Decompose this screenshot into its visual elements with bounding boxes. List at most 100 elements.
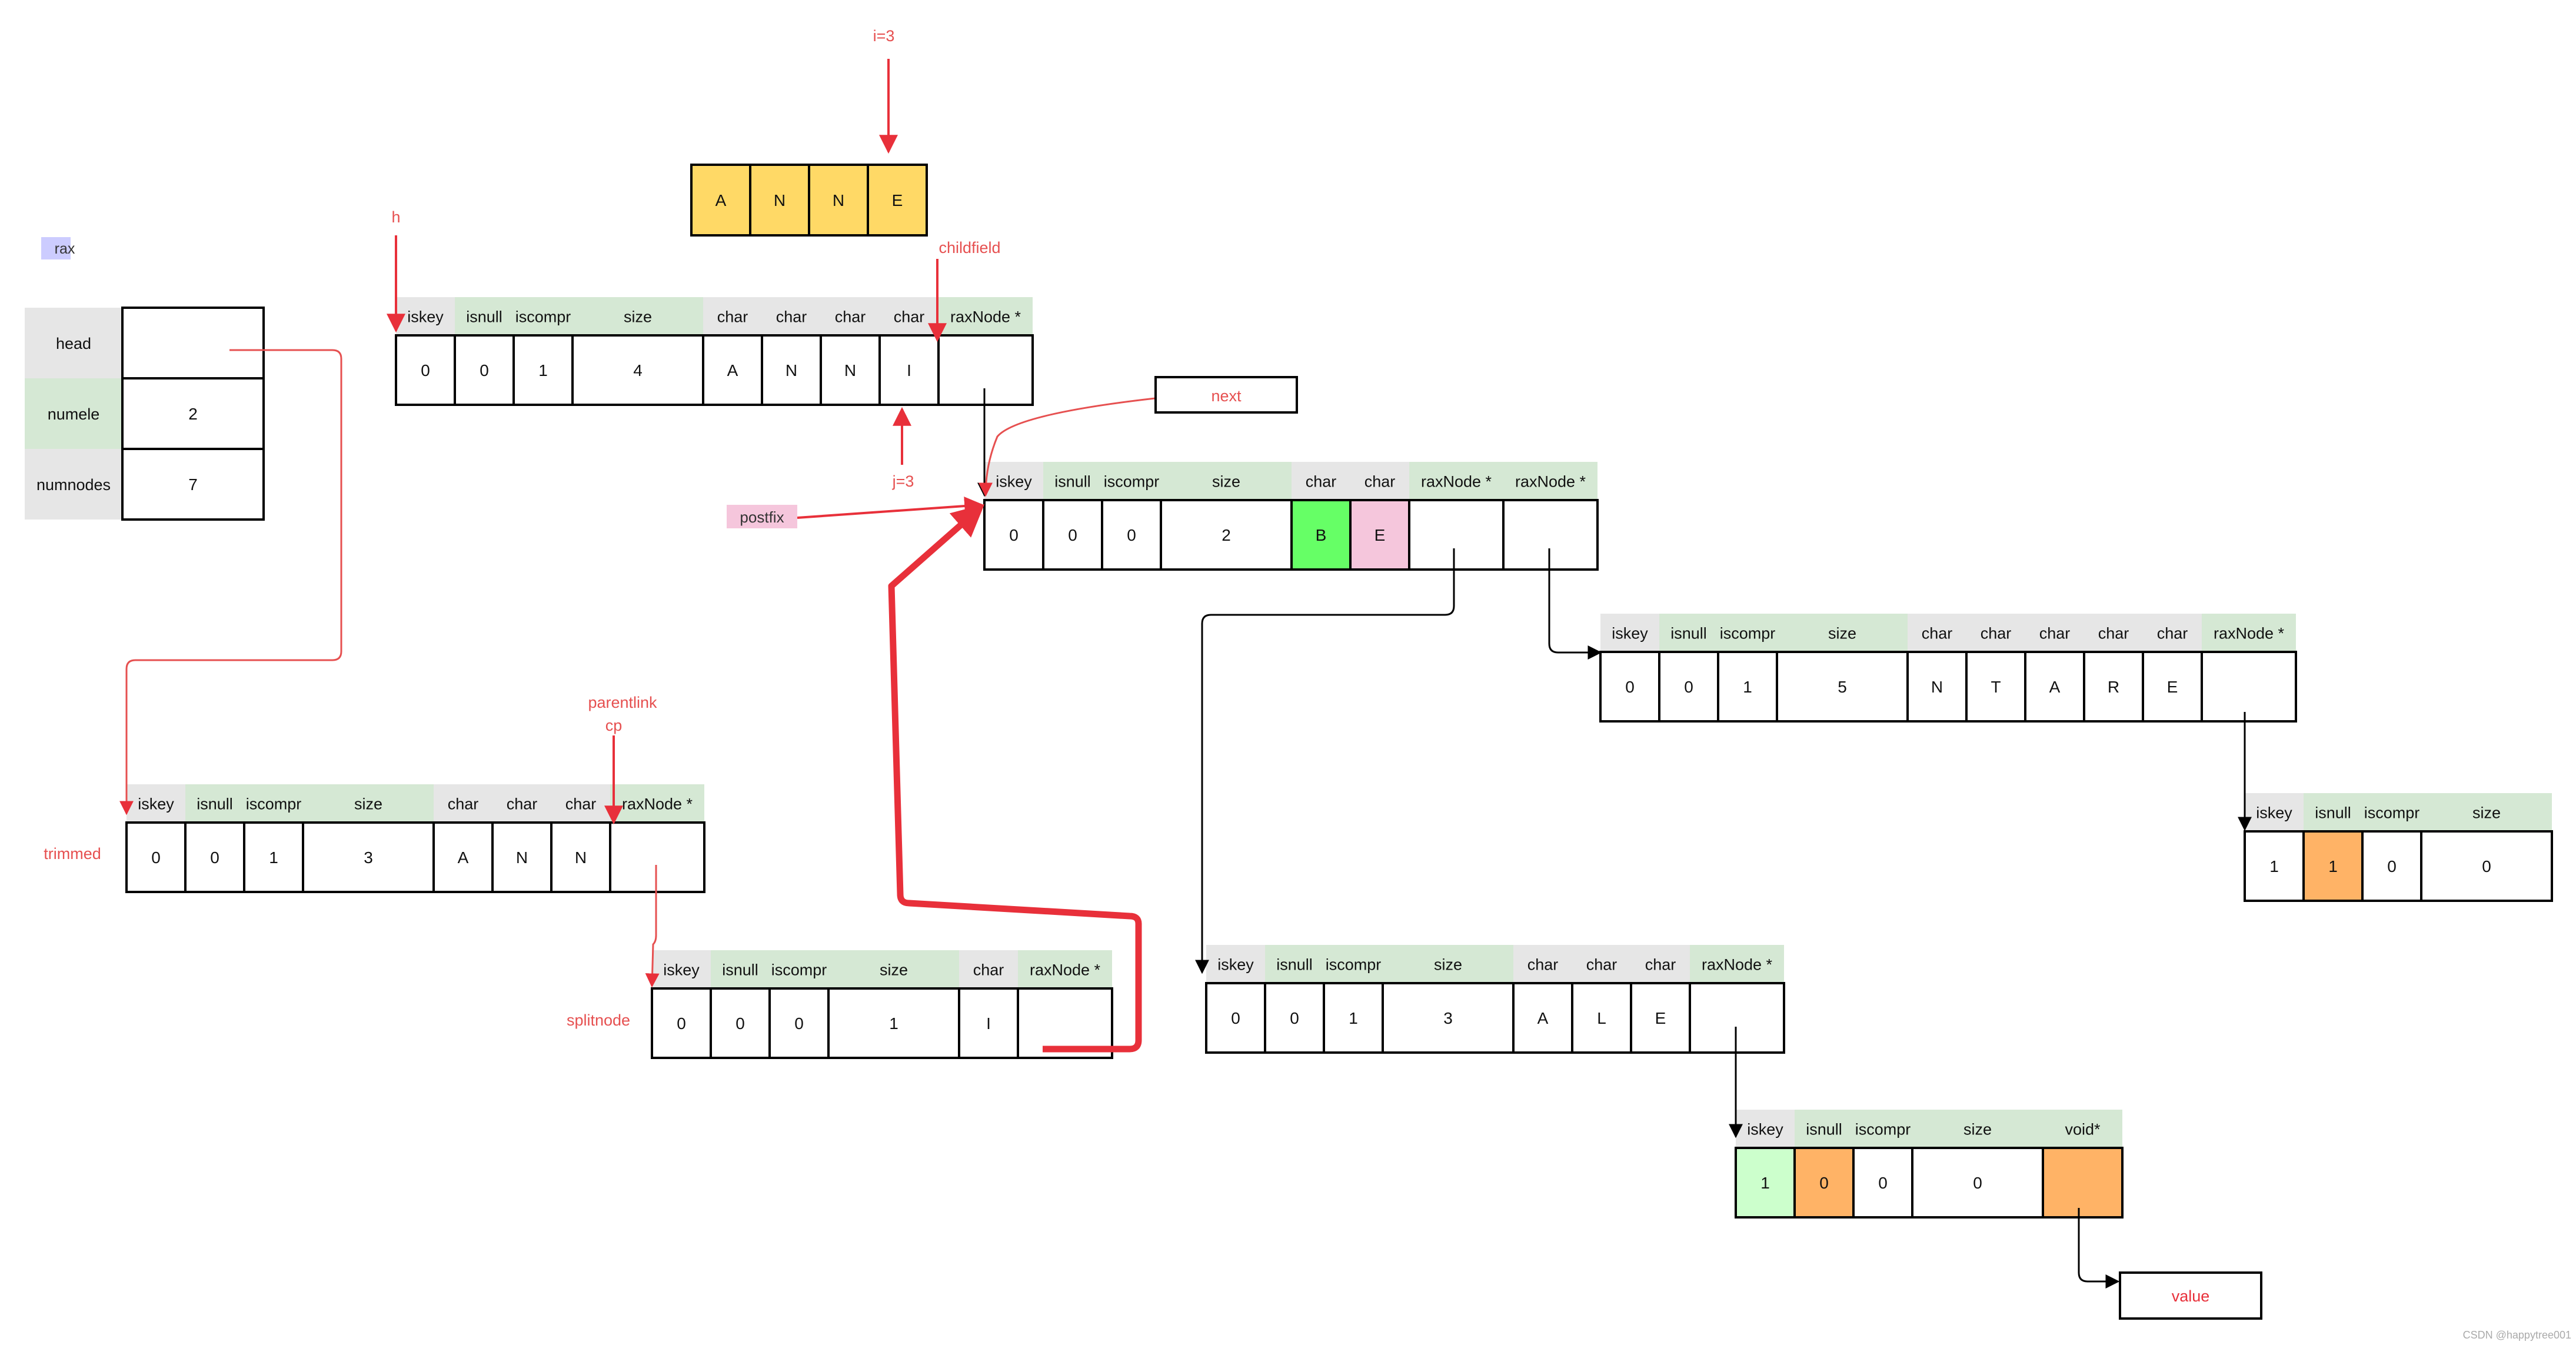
field-value-cell — [1793, 1147, 1855, 1219]
field-value-cell — [1911, 1147, 2044, 1219]
split-e-link — [1548, 548, 1602, 660]
field-header — [2304, 793, 2362, 831]
field-header — [1206, 945, 1265, 983]
field-header — [2362, 793, 2421, 831]
field-value-cell — [1735, 1147, 1796, 1219]
rax-field-name: numele — [48, 405, 100, 423]
field-header — [652, 950, 711, 988]
field-value: 0 — [210, 848, 219, 867]
field-header — [770, 950, 828, 988]
field-header — [938, 297, 1033, 335]
field-header — [2421, 793, 2552, 831]
field-header — [762, 297, 821, 335]
rax-field-value-cell — [121, 448, 265, 521]
field-value: 0 — [151, 848, 161, 867]
field-header-text: raxNode * — [1702, 956, 1773, 974]
field-header-text: char — [1922, 625, 1953, 642]
field-header-text: iskey — [2256, 804, 2292, 822]
field-header-text: iskey — [996, 473, 1032, 491]
field-header — [821, 297, 880, 335]
field-header-text: char — [1306, 473, 1337, 491]
field-value: 1 — [1743, 678, 1752, 696]
field-value: N — [1931, 678, 1943, 696]
field-value-cell — [2201, 651, 2297, 723]
next-label: next — [1211, 387, 1242, 405]
field-header — [455, 297, 514, 335]
field-header-text: raxNode * — [2214, 625, 2285, 642]
field-header — [1718, 614, 1777, 652]
node-ale: iskey0isnull0iscompr1size3charAcharLchar… — [1205, 945, 1785, 1054]
field-value-cell — [827, 987, 960, 1059]
field-header-text: isnull — [1054, 473, 1091, 491]
field-value: A — [458, 848, 469, 867]
field-header-text: isnull — [197, 795, 233, 813]
field-header-text: size — [1963, 1121, 1992, 1138]
field-value-cell — [983, 499, 1044, 571]
field-header — [703, 297, 762, 335]
field-value: 0 — [735, 1014, 745, 1033]
j-label: j=3 — [892, 472, 914, 490]
postfix-box — [727, 505, 797, 528]
field-header-text: char — [835, 308, 866, 326]
field-header — [610, 784, 704, 823]
field-header-text: size — [354, 795, 382, 813]
rax-field-value: 7 — [188, 475, 198, 494]
field-value-cell — [243, 821, 304, 893]
field-value: R — [2108, 678, 2119, 696]
head-link — [119, 349, 342, 815]
field-header — [1631, 945, 1690, 983]
field-header — [1690, 945, 1784, 983]
field-header-text: iskey — [407, 308, 444, 326]
field-header-text: isnull — [466, 308, 502, 326]
field-header — [1659, 614, 1718, 652]
field-value: N — [786, 361, 797, 379]
field-header — [492, 784, 551, 823]
field-header-text: iscompr — [1720, 625, 1776, 642]
key-char-cell — [749, 164, 810, 237]
field-value: 0 — [480, 361, 489, 379]
field-value-cell — [1205, 982, 1266, 1054]
field-header — [1018, 950, 1112, 988]
field-value: 0 — [1009, 526, 1019, 544]
rax-label: rax — [55, 241, 75, 257]
field-value: 1 — [2269, 857, 2279, 875]
field-value: 0 — [1231, 1009, 1240, 1027]
field-header-text: size — [1212, 473, 1240, 491]
field-header-text: iscompr — [246, 795, 302, 813]
field-value: T — [1991, 678, 2001, 696]
field-value-cell — [651, 987, 712, 1059]
field-value-cell — [1776, 651, 1909, 723]
field-header — [828, 950, 959, 988]
field-header — [1161, 462, 1292, 500]
field-header-text: char — [1645, 956, 1676, 974]
field-value-cell — [491, 821, 553, 893]
watermark: CSDN @happytree001 — [2463, 1329, 2571, 1341]
field-header-text: char — [717, 308, 748, 326]
rax-field-value-cell — [121, 377, 265, 450]
field-value-cell — [2244, 830, 2305, 902]
rax-field-name: head — [56, 335, 91, 352]
field-header — [1265, 945, 1324, 983]
field-value-cell — [395, 334, 456, 406]
rax-field-name-cell — [25, 449, 122, 520]
field-value: 5 — [1838, 678, 1847, 696]
field-header-text: char — [2039, 625, 2071, 642]
h-label: h — [391, 208, 400, 226]
field-header — [514, 297, 573, 335]
field-header — [959, 950, 1018, 988]
field-value: 1 — [269, 848, 278, 867]
field-value-cell — [2142, 651, 2203, 723]
value-box — [2119, 1271, 2262, 1320]
field-header-text: size — [624, 308, 652, 326]
field-header-text: char — [565, 795, 597, 813]
field-header-text: char — [507, 795, 538, 813]
field-header — [1966, 614, 2025, 652]
field-value-cell — [609, 821, 705, 893]
field-header-text: isnull — [1806, 1121, 1842, 1138]
field-value-cell — [1658, 651, 1719, 723]
splitnode-label: splitnode — [567, 1011, 630, 1029]
field-header-text: iskey — [663, 961, 700, 979]
field-value: 1 — [1349, 1009, 1358, 1027]
field-header — [185, 784, 244, 823]
